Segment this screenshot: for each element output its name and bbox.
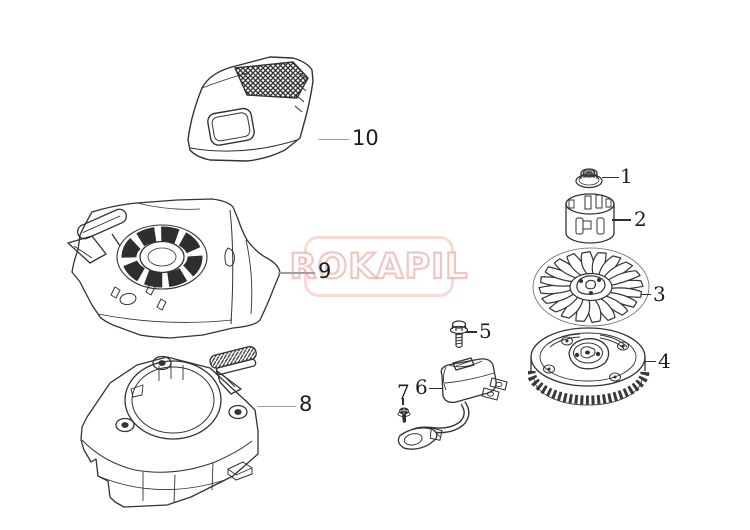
screw-bosses [116, 357, 247, 432]
bolt-drawing [448, 319, 474, 351]
leader-line-5 [466, 331, 477, 333]
part-label-4: 4 [658, 349, 671, 373]
starter-grip [209, 345, 259, 394]
ignition-coil-drawing [393, 352, 508, 455]
spark-plug-cap [397, 423, 445, 452]
leader-line-8 [257, 405, 296, 408]
part-label-7: 7 [397, 380, 410, 404]
part-label-10: 10 [352, 126, 379, 150]
coil-screw [398, 407, 410, 423]
flange-nut-drawing [574, 166, 606, 192]
fan-grille [117, 225, 207, 289]
starter-outline [81, 357, 258, 507]
leader-line-4 [645, 360, 656, 363]
housing-outline [72, 199, 280, 338]
cover-recess [207, 107, 256, 146]
leader-line-7 [402, 398, 404, 405]
leader-line-6 [429, 387, 443, 390]
part-label-1: 1 [620, 164, 633, 188]
watermark-badge: ROKAPIL [288, 236, 469, 297]
leader-line-9 [278, 272, 315, 274]
part-label-9: 9 [318, 259, 332, 283]
leader-line-10 [318, 138, 349, 141]
starter-cup-drawing [563, 192, 617, 250]
leader-line-3 [641, 293, 651, 296]
leader-line-1 [602, 176, 619, 179]
part-label-6: 6 [415, 375, 428, 399]
part-label-8: 8 [299, 392, 313, 416]
cover-mesh [235, 62, 308, 98]
blower-housing-drawing [60, 196, 300, 344]
watermark-text: ROKAPIL [288, 245, 469, 287]
part-label-5: 5 [479, 319, 492, 343]
part-label-2: 2 [634, 207, 647, 231]
pulley-opening [125, 361, 221, 439]
cooling-fan-drawing [531, 245, 655, 331]
ring-gear-teeth [531, 371, 645, 400]
top-cover-drawing [183, 53, 325, 168]
part-label-3: 3 [653, 282, 666, 306]
flywheel-drawing [528, 326, 660, 428]
recoil-handle [68, 207, 129, 263]
coil-body [441, 359, 496, 403]
leader-line-2 [612, 219, 631, 221]
recoil-starter-drawing [73, 341, 308, 514]
